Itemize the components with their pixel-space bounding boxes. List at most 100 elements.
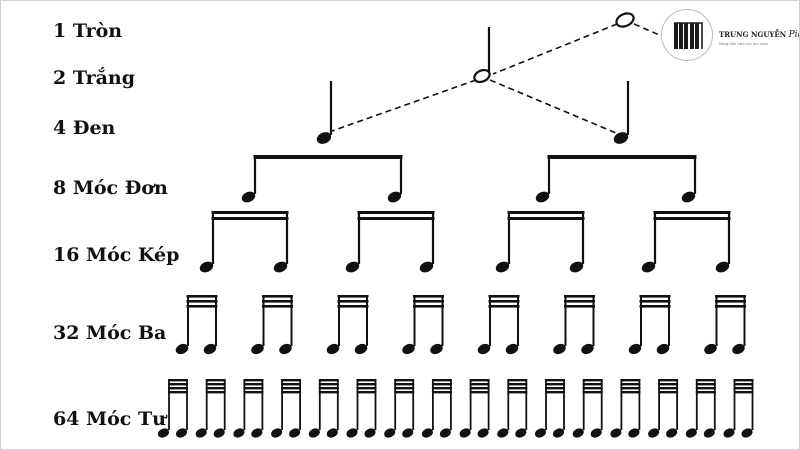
thirty-second-note-group-3 bbox=[326, 295, 369, 355]
beam bbox=[620, 391, 641, 394]
notehead bbox=[402, 428, 414, 438]
thirty-second-note-group-1 bbox=[175, 295, 218, 355]
beam bbox=[639, 295, 671, 298]
beam bbox=[205, 391, 226, 394]
beam bbox=[413, 300, 444, 303]
notehead bbox=[477, 428, 489, 438]
beam bbox=[582, 379, 603, 382]
notehead bbox=[430, 343, 443, 355]
beam bbox=[186, 300, 218, 303]
notehead bbox=[203, 343, 217, 355]
beam bbox=[205, 379, 226, 382]
notehead bbox=[590, 428, 602, 438]
row-label-whole: 1 Tròn bbox=[53, 20, 123, 42]
notehead bbox=[279, 343, 292, 355]
notehead bbox=[326, 428, 338, 438]
beam bbox=[394, 383, 415, 386]
dashed-connector bbox=[331, 79, 477, 132]
notehead bbox=[273, 261, 288, 273]
beam bbox=[186, 305, 218, 308]
row-label-half: 2 Trắng bbox=[53, 67, 136, 89]
sixteenth-note-group-2 bbox=[345, 211, 435, 273]
notehead bbox=[354, 343, 368, 355]
beam bbox=[507, 379, 528, 382]
notehead bbox=[553, 343, 566, 355]
beam bbox=[733, 379, 754, 382]
beam bbox=[582, 387, 603, 390]
beam bbox=[715, 300, 746, 303]
notehead bbox=[157, 428, 170, 438]
beam bbox=[356, 383, 377, 386]
beam bbox=[431, 379, 452, 382]
sixty-fourth-note-group-2 bbox=[195, 379, 226, 438]
notehead bbox=[569, 261, 584, 273]
sixty-fourth-note-group-4 bbox=[271, 379, 302, 438]
note-glyphs bbox=[157, 12, 754, 438]
beam bbox=[205, 387, 226, 390]
beam bbox=[507, 383, 528, 386]
beam bbox=[186, 295, 218, 298]
beam bbox=[262, 300, 293, 303]
notehead bbox=[648, 428, 660, 438]
beam bbox=[168, 391, 188, 394]
beam bbox=[564, 305, 595, 308]
beam bbox=[695, 383, 716, 386]
beam bbox=[168, 387, 188, 390]
beam bbox=[356, 391, 377, 394]
notehead bbox=[615, 12, 635, 28]
notehead bbox=[515, 428, 527, 438]
beam bbox=[337, 305, 369, 308]
notehead bbox=[505, 343, 519, 355]
beam bbox=[356, 387, 377, 390]
beam bbox=[394, 387, 415, 390]
beam bbox=[281, 387, 302, 390]
notehead bbox=[732, 343, 745, 355]
row-label-thirty-second: 32 Móc Ba bbox=[53, 322, 167, 344]
sixteenth-note-group-3 bbox=[495, 211, 585, 273]
beam bbox=[262, 295, 293, 298]
beam bbox=[658, 379, 679, 382]
beam bbox=[394, 391, 415, 394]
beam bbox=[337, 300, 369, 303]
beam bbox=[547, 155, 697, 159]
thirty-second-note-group-8 bbox=[704, 295, 746, 355]
beam bbox=[639, 300, 671, 303]
sixty-fourth-note-group-16 bbox=[723, 379, 754, 438]
sixty-fourth-note-group-7 bbox=[384, 379, 415, 438]
beam bbox=[281, 391, 302, 394]
notehead bbox=[741, 428, 753, 438]
row-label-sixty-fourth: 64 Móc Tư bbox=[53, 408, 166, 430]
beam bbox=[337, 295, 369, 298]
beam bbox=[488, 300, 520, 303]
beam bbox=[357, 217, 435, 220]
brand-tagline: Nâng tầm cảm xúc âm nhạc bbox=[719, 42, 769, 46]
notehead bbox=[251, 428, 263, 438]
sixteenth-note-group-1 bbox=[199, 211, 289, 273]
notehead bbox=[535, 191, 550, 203]
beam bbox=[431, 391, 452, 394]
beam bbox=[281, 383, 302, 386]
quarter-note-2 bbox=[613, 81, 630, 144]
sixty-fourth-note-group-15 bbox=[685, 379, 716, 438]
beam bbox=[281, 379, 302, 382]
beam bbox=[211, 217, 289, 220]
notehead bbox=[613, 132, 629, 144]
notehead bbox=[271, 428, 283, 438]
beam bbox=[695, 379, 716, 382]
notehead bbox=[703, 428, 715, 438]
thirty-second-note-group-6 bbox=[553, 295, 595, 355]
notehead bbox=[213, 428, 225, 438]
notehead bbox=[384, 428, 396, 438]
row-label-sixteenth: 16 Móc Kép bbox=[53, 244, 180, 266]
beam bbox=[431, 383, 452, 386]
notehead bbox=[233, 428, 245, 438]
notehead bbox=[715, 261, 730, 273]
beam bbox=[469, 379, 490, 382]
beam bbox=[262, 305, 293, 308]
notehead bbox=[495, 261, 510, 273]
beam bbox=[318, 387, 339, 390]
notehead bbox=[685, 428, 697, 438]
beam bbox=[243, 379, 264, 382]
beam bbox=[357, 211, 435, 214]
